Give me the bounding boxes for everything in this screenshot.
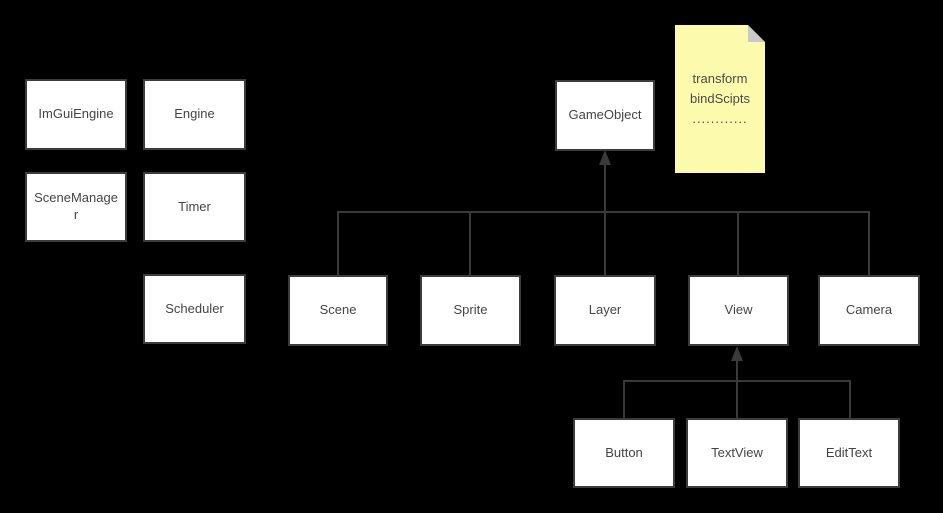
node-textview-label: TextView [711, 444, 763, 460]
sticky-note-fold-corner [748, 25, 765, 42]
node-engine[interactable]: Engine [143, 79, 246, 150]
node-gameobject-label: GameObject [568, 107, 642, 123]
node-button[interactable]: Button [573, 418, 675, 488]
node-engine-label: Engine [174, 106, 215, 122]
edge-drop-edittext [849, 381, 851, 418]
node-scenemanager[interactable]: SceneManager [25, 172, 127, 242]
node-sprite-label: Sprite [453, 302, 488, 318]
node-edittext[interactable]: EditText [798, 418, 900, 488]
node-layer-label: Layer [588, 302, 622, 318]
edge-trunk-gameobject [604, 163, 606, 275]
node-textview[interactable]: TextView [686, 418, 788, 488]
node-scenemanager-label: SceneManager [34, 190, 118, 222]
edge-drop-scene [337, 212, 339, 275]
edge-drop-camera [868, 212, 870, 275]
node-scene-label: Scene [319, 302, 357, 318]
sticky-note-line: ............ [692, 111, 748, 127]
edge-bus-view-children [623, 380, 851, 382]
node-scheduler-label: Scheduler [165, 300, 224, 316]
node-sprite[interactable]: Sprite [420, 275, 521, 346]
node-timer-label: Timer [178, 198, 211, 214]
edge-drop-view [737, 212, 739, 275]
arrowhead-to-view-icon [731, 346, 743, 361]
node-view[interactable]: View [688, 275, 789, 346]
arrowhead-to-gameobject-icon [599, 150, 611, 165]
edge-trunk-view [736, 359, 738, 418]
edge-bus-gameobject-children [337, 211, 870, 213]
sticky-note[interactable]: transform bindScipts ............ [675, 25, 765, 173]
node-timer[interactable]: Timer [143, 172, 246, 242]
node-scheduler[interactable]: Scheduler [143, 274, 246, 344]
node-button-label: Button [605, 444, 643, 460]
node-imguiengine-label: ImGuiEngine [38, 106, 114, 122]
node-scene[interactable]: Scene [288, 275, 388, 346]
node-view-label: View [724, 302, 753, 318]
edge-drop-button [623, 381, 625, 418]
node-camera-label: Camera [845, 302, 893, 318]
sticky-note-line: transform [692, 70, 748, 86]
sticky-note-line: bindScipts [690, 90, 750, 106]
node-gameobject[interactable]: GameObject [555, 80, 655, 151]
node-camera[interactable]: Camera [818, 275, 920, 346]
edge-drop-sprite [469, 212, 471, 275]
node-edittext-label: EditText [825, 444, 873, 460]
node-imguiengine[interactable]: ImGuiEngine [25, 79, 127, 150]
node-layer[interactable]: Layer [554, 275, 656, 346]
